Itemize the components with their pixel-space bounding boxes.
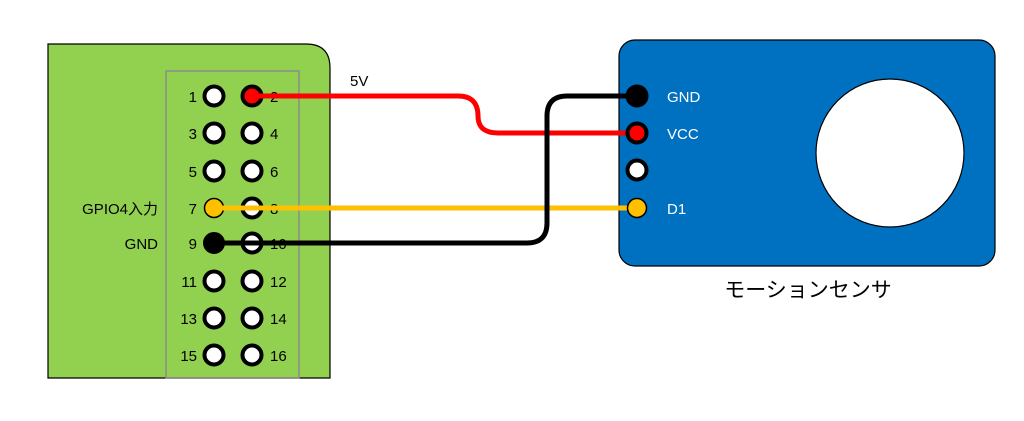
pin-11 bbox=[202, 269, 226, 293]
pin-number-12: 12 bbox=[270, 274, 287, 291]
gnd-label: GND bbox=[125, 236, 159, 253]
pin-number-16: 16 bbox=[270, 348, 287, 365]
sensor-pin-gnd bbox=[625, 84, 649, 108]
pin-number-6: 6 bbox=[270, 164, 278, 181]
sensor-title: モーションセンサ bbox=[724, 279, 892, 302]
pin-15 bbox=[202, 343, 226, 367]
pin-row-2: 3 4 bbox=[189, 121, 278, 145]
sensor-pin-d1 bbox=[626, 197, 648, 219]
pin-number-7: 7 bbox=[189, 201, 197, 218]
sensor-pin-vcc bbox=[625, 121, 649, 145]
sensor-pin-nc bbox=[625, 158, 649, 182]
pin-row-3: 5 6 bbox=[189, 159, 278, 183]
pin-row-6: 11 12 bbox=[181, 269, 287, 293]
pin-13 bbox=[202, 306, 226, 330]
pin-5 bbox=[202, 159, 226, 183]
wire-gnd bbox=[214, 93, 637, 246]
gpio4-label: GPIO4入力 bbox=[82, 201, 158, 218]
gpio-header bbox=[165, 70, 300, 379]
pin-number-4: 4 bbox=[270, 126, 278, 143]
pin-16 bbox=[240, 343, 264, 367]
pin-row-1: 1 2 bbox=[189, 84, 278, 108]
pin-number-1: 1 bbox=[189, 89, 197, 106]
pin-number-13: 13 bbox=[180, 311, 197, 328]
pin-number-5: 5 bbox=[189, 164, 197, 181]
label-5v: 5V bbox=[350, 73, 368, 90]
pin-3 bbox=[202, 121, 226, 145]
pin-number-9: 9 bbox=[189, 236, 197, 253]
sensor-label-vcc: VCC bbox=[667, 126, 699, 143]
pin-number-14: 14 bbox=[270, 311, 287, 328]
pin-row-8: 15 16 bbox=[180, 343, 287, 367]
sensor-lens bbox=[815, 78, 965, 228]
pin-14 bbox=[240, 306, 264, 330]
pin-number-3: 3 bbox=[189, 126, 197, 143]
sensor-label-gnd: GND bbox=[667, 89, 701, 106]
pin-1 bbox=[202, 84, 226, 108]
pin-4 bbox=[240, 121, 264, 145]
pin-number-11: 11 bbox=[181, 274, 197, 291]
pin-row-7: 13 14 bbox=[180, 306, 287, 330]
pin-number-15: 15 bbox=[180, 348, 197, 365]
sensor-label-d1: D1 bbox=[667, 201, 686, 218]
wire-5v bbox=[252, 93, 637, 136]
pin-6 bbox=[240, 159, 264, 183]
pin-12 bbox=[240, 269, 264, 293]
